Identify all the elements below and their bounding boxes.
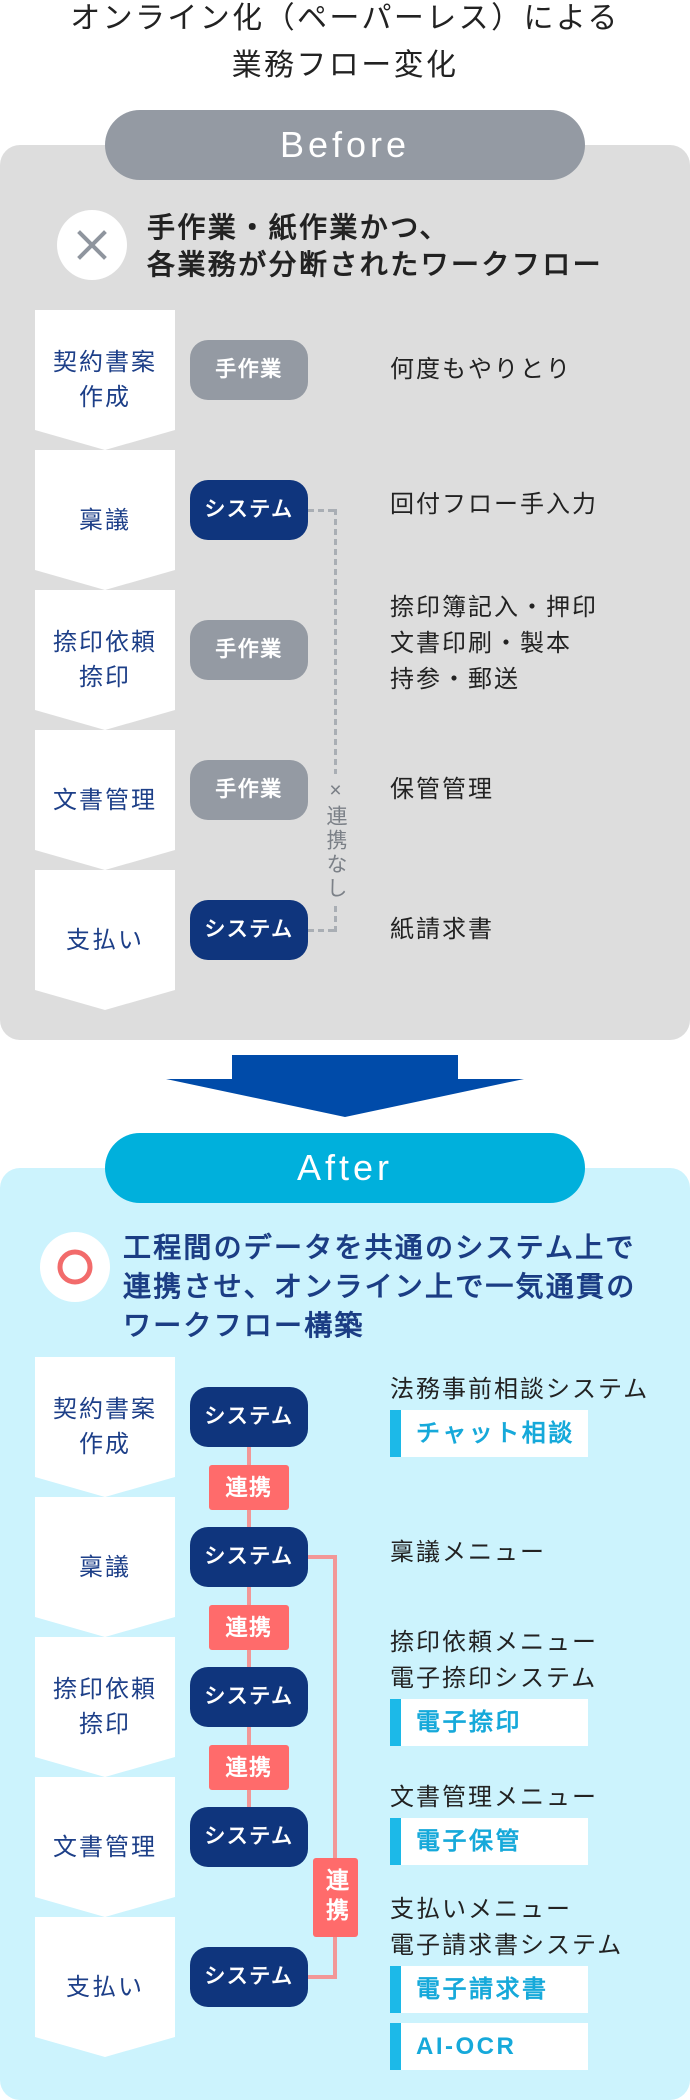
step-description: 保管管理 <box>390 772 494 808</box>
description-line: 電子請求書システム <box>390 1932 624 1959</box>
before-step-payment: 支払い <box>35 870 175 1010</box>
step-description: 紙請求書 <box>390 912 494 948</box>
feature-tag: 電子保管 <box>390 1818 588 1865</box>
step-description: 稟議メニュー <box>390 1535 546 1571</box>
description-line: 持参・郵送 <box>390 666 520 693</box>
step-description: 捺印依頼メニュー 電子捺印システム 電子捺印 <box>390 1625 598 1746</box>
circle-icon <box>40 1232 110 1302</box>
system-badge: システム <box>190 1387 308 1447</box>
system-badge: システム <box>190 480 308 540</box>
step-description: 捺印簿記入・押印 文書印刷・製本 持参・郵送 <box>390 590 598 698</box>
system-badge: システム <box>190 1667 308 1727</box>
side-link-connector-line <box>300 1555 337 1979</box>
description-line: 電子捺印システム <box>390 1665 598 1692</box>
step-label-line: 文書管理 <box>53 786 157 814</box>
dashed-connector <box>334 906 337 932</box>
before-step-seal-request: 捺印依頼 捺印 <box>35 590 175 730</box>
cross-icon <box>57 210 127 280</box>
before-heading: 手作業・紙作業かつ、 各業務が分断されたワークフロー <box>147 209 603 283</box>
step-description: 支払いメニュー 電子請求書システム 電子請求書 AI-OCR <box>390 1892 623 2070</box>
step-label-line: 支払い <box>66 1973 144 2001</box>
step-label-line: 支払い <box>66 926 144 954</box>
step-label-line: 作成 <box>79 1431 131 1458</box>
feature-tag: 電子捺印 <box>390 1699 588 1746</box>
before-step-approval: 稟議 <box>35 450 175 590</box>
after-step-approval: 稟議 <box>35 1497 175 1637</box>
manual-work-badge: 手作業 <box>190 340 308 400</box>
step-label-line: 文書管理 <box>53 1833 157 1861</box>
before-step-contract-drafting: 契約書案 作成 <box>35 310 175 450</box>
no-link-label-text: ×連携なし <box>324 779 347 901</box>
side-link-badge: 連携 <box>313 1858 358 1937</box>
down-arrow-icon <box>166 1055 524 1117</box>
description-line: 保管管理 <box>390 776 494 803</box>
no-link-label: ×連携なし <box>322 776 348 904</box>
step-label-line: 捺印 <box>79 664 131 691</box>
dashed-connector <box>334 509 337 774</box>
title-line-1: オンライン化（ペーパーレス）による <box>70 2 620 35</box>
description-line: 何度もやりとり <box>390 356 572 383</box>
description-line: 捺印依頼メニュー <box>390 1629 598 1656</box>
after-heading: 工程間のデータを共通のシステム上で 連携させ、オンライン上で一気通貫の ワークフ… <box>123 1228 636 1345</box>
after-heading-line-2: 連携させ、オンライン上で一気通貫の <box>123 1271 637 1302</box>
title-line-2: 業務フロー変化 <box>231 49 459 82</box>
before-step-document-management: 文書管理 <box>35 730 175 870</box>
step-label-line: 契約書案 <box>53 1396 157 1423</box>
after-heading-line-1: 工程間のデータを共通のシステム上で <box>123 1232 636 1263</box>
description-line: 回付フロー手入力 <box>390 491 598 518</box>
side-link-badge-text: 連携 <box>322 1867 349 1928</box>
step-label-line: 稟議 <box>79 1553 131 1581</box>
description-line: 法務事前相談システム <box>390 1376 650 1403</box>
description-line: 稟議メニュー <box>390 1539 546 1566</box>
dashed-connector <box>308 929 337 932</box>
manual-work-badge: 手作業 <box>190 620 308 680</box>
step-label-line: 捺印 <box>79 1711 131 1738</box>
after-step-seal-request: 捺印依頼 捺印 <box>35 1637 175 1777</box>
dashed-connector <box>308 509 336 512</box>
description-line: 捺印簿記入・押印 <box>390 594 598 621</box>
link-badge: 連携 <box>209 1465 289 1510</box>
feature-tag: AI-OCR <box>390 2023 588 2070</box>
system-badge: システム <box>190 1807 308 1867</box>
description-line: 支払いメニュー <box>390 1896 572 1923</box>
link-badge: 連携 <box>209 1745 289 1790</box>
step-description: 法務事前相談システム チャット相談 <box>390 1372 649 1457</box>
system-badge: システム <box>190 900 308 960</box>
step-label-line: 契約書案 <box>53 349 157 376</box>
description-line: 文書管理メニュー <box>390 1784 598 1811</box>
feature-tag: 電子請求書 <box>390 1966 588 2013</box>
after-step-contract-drafting: 契約書案 作成 <box>35 1357 175 1497</box>
before-heading-line-2: 各業務が分断されたワークフロー <box>147 249 604 280</box>
page-title: オンライン化（ペーパーレス）による 業務フロー変化 <box>0 0 690 89</box>
description-line: 紙請求書 <box>390 916 494 943</box>
step-label-line: 捺印依頼 <box>53 629 157 656</box>
description-line: 文書印刷・製本 <box>390 630 572 657</box>
step-label-line: 稟議 <box>79 506 131 534</box>
manual-work-badge: 手作業 <box>190 760 308 820</box>
step-description: 回付フロー手入力 <box>390 487 598 523</box>
circle-ring <box>57 1249 93 1285</box>
after-step-payment: 支払い <box>35 1917 175 2057</box>
step-label-line: 作成 <box>79 384 131 411</box>
after-heading-line-3: ワークフロー構築 <box>123 1310 365 1341</box>
step-label-line: 捺印依頼 <box>53 1676 157 1703</box>
feature-tag: チャット相談 <box>390 1410 588 1457</box>
system-badge: システム <box>190 1527 308 1587</box>
link-badge: 連携 <box>209 1605 289 1650</box>
step-description: 文書管理メニュー 電子保管 <box>390 1780 598 1865</box>
before-heading-line-1: 手作業・紙作業かつ、 <box>147 212 450 243</box>
before-label: Before <box>105 110 585 180</box>
after-step-document-management: 文書管理 <box>35 1777 175 1917</box>
system-badge: システム <box>190 1947 308 2007</box>
step-description: 何度もやりとり <box>390 352 572 388</box>
after-label: After <box>105 1133 585 1203</box>
